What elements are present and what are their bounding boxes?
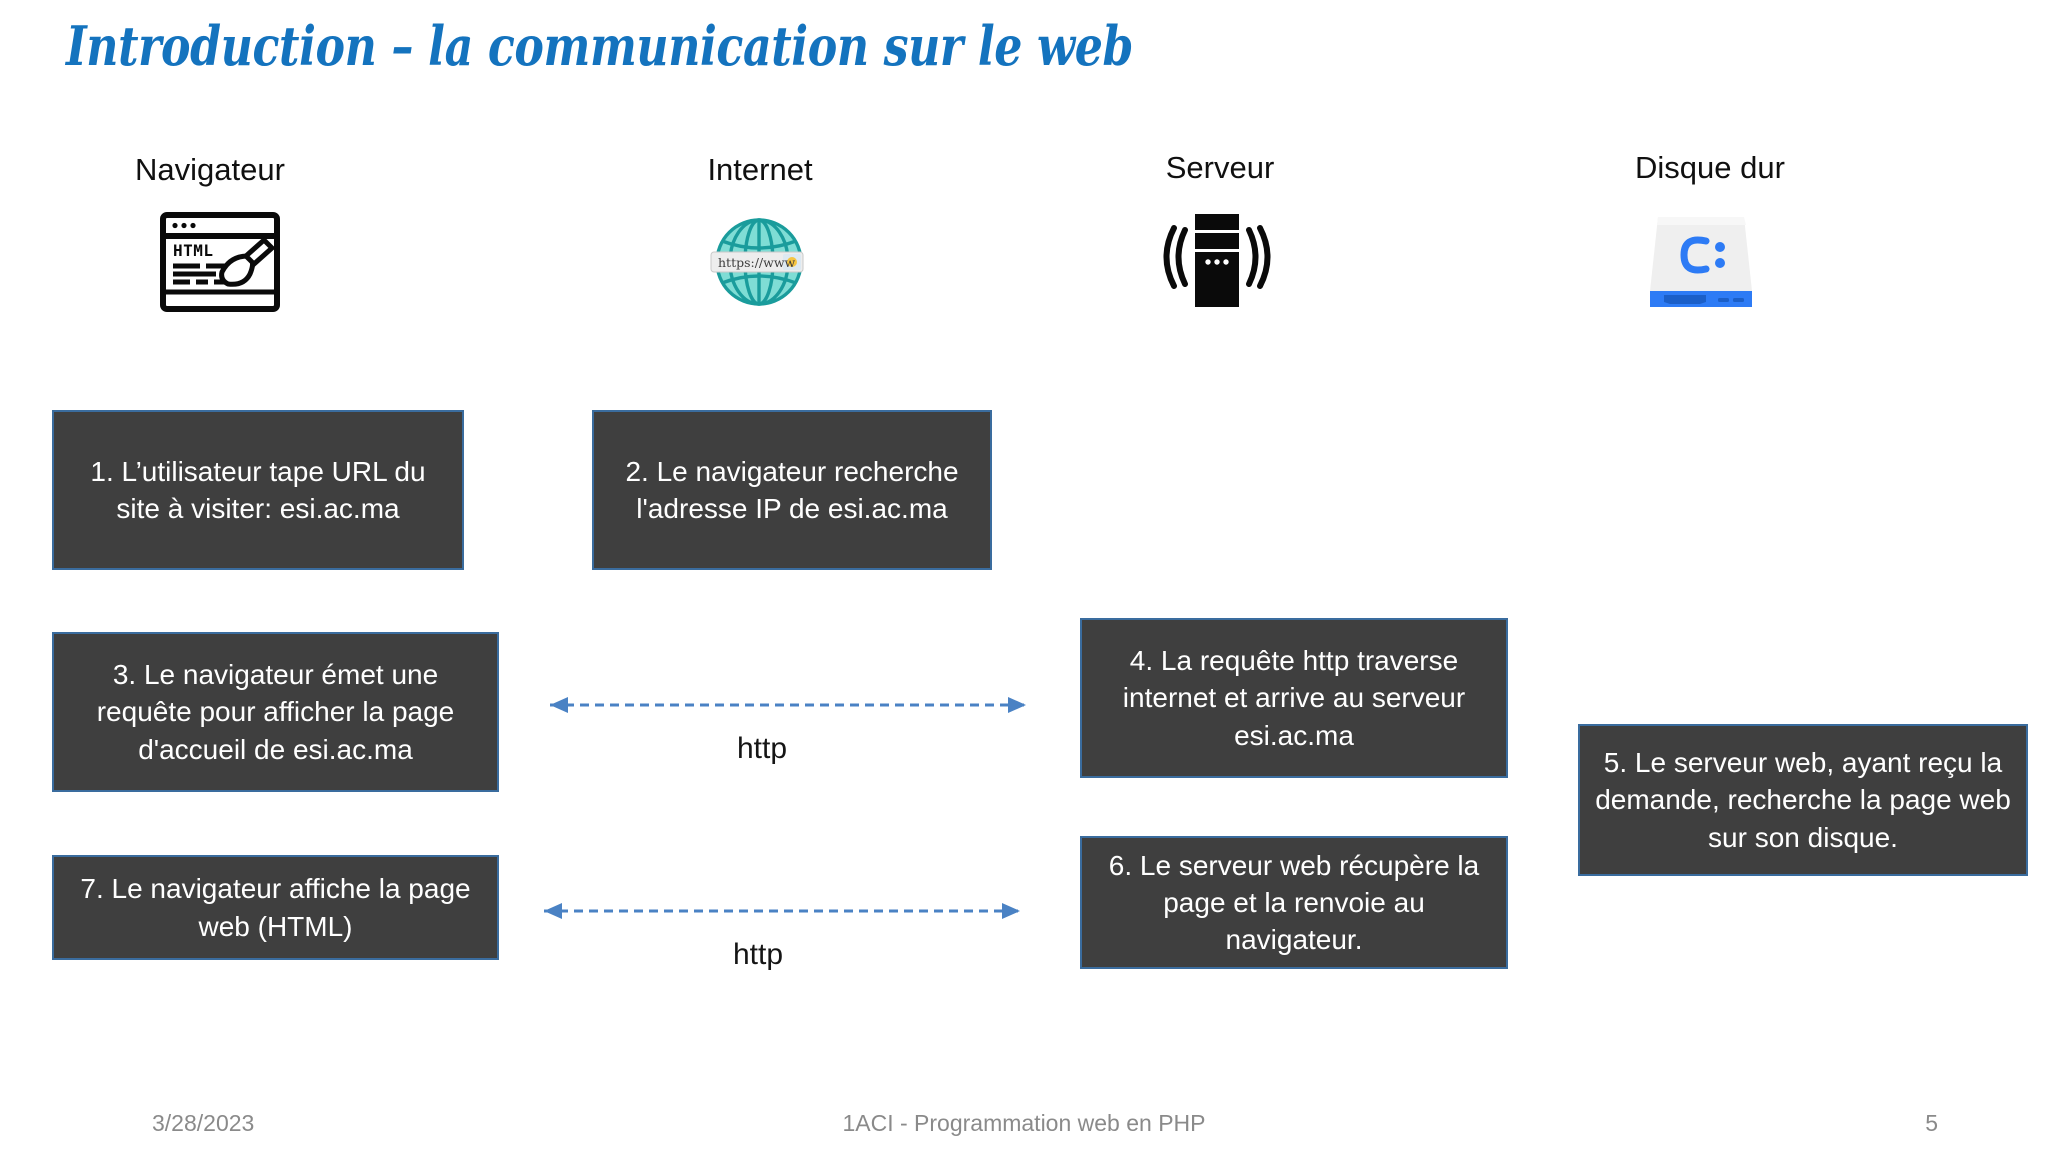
hard-disk-drive-icon [1640,205,1760,315]
footer-date: 3/28/2023 [152,1110,255,1136]
footer-page-number: 5 [1925,1110,1938,1136]
svg-text:HTML: HTML [173,241,214,260]
svg-text:https://www: https://www [718,255,796,270]
step-box-5-text: 5. Le serveur web, ayant reçu la demande… [1595,747,2011,853]
column-label-disque-dur: Disque dur [1635,150,1785,185]
footer-course-name: 1ACI - Programmation web en PHP [842,1110,1206,1136]
column-label-serveur: Serveur [1165,150,1275,185]
page-title: Introduction – la communication sur le w… [66,14,1134,78]
step-box-4-text: 4. La requête http traverse internet et … [1122,645,1466,751]
step-box-7-text: 7. Le navigateur affiche la page web (HT… [80,873,471,942]
server-tower-signal-icon [1155,212,1275,312]
step-box-6-text: 6. Le serveur web récupère la page et la… [1108,849,1480,956]
step-box-6[interactable]: 6. Le serveur web récupère la page et la… [1080,836,1508,969]
step-box-3-text: 3. Le navigateur émet une requête pour a… [96,659,455,765]
step-box-3[interactable]: 3. Le navigateur émet une requête pour a… [52,632,499,792]
column-label-internet: Internet [707,152,813,187]
http-arrow-request [528,690,1048,720]
step-box-1[interactable]: 1. L’utilisateur tape URL du site à visi… [52,410,464,570]
step-box-2-text: 2. Le navigateur recherche l'adresse IP … [625,455,959,524]
step-box-2[interactable]: 2. Le navigateur recherche l'adresse IP … [592,410,992,570]
column-label-navigateur: Navigateur [135,152,285,187]
step-box-4[interactable]: 4. La requête http traverse internet et … [1080,618,1508,778]
step-box-5[interactable]: 5. Le serveur web, ayant reçu la demande… [1578,724,2028,876]
step-box-7[interactable]: 7. Le navigateur affiche la page web (HT… [52,855,499,960]
step-box-1-text: 1. L’utilisateur tape URL du site à visi… [90,455,426,524]
http-arrow-response [522,896,1042,926]
globe-url-icon: https://www [700,212,818,312]
http-arrow-request-label: http [736,732,788,765]
html-browser-window-icon: HTML [160,212,280,312]
http-arrow-response-label: http [732,938,784,971]
slide-footer: 3/28/2023 1ACI - Programmation web en PH… [0,1082,2048,1152]
